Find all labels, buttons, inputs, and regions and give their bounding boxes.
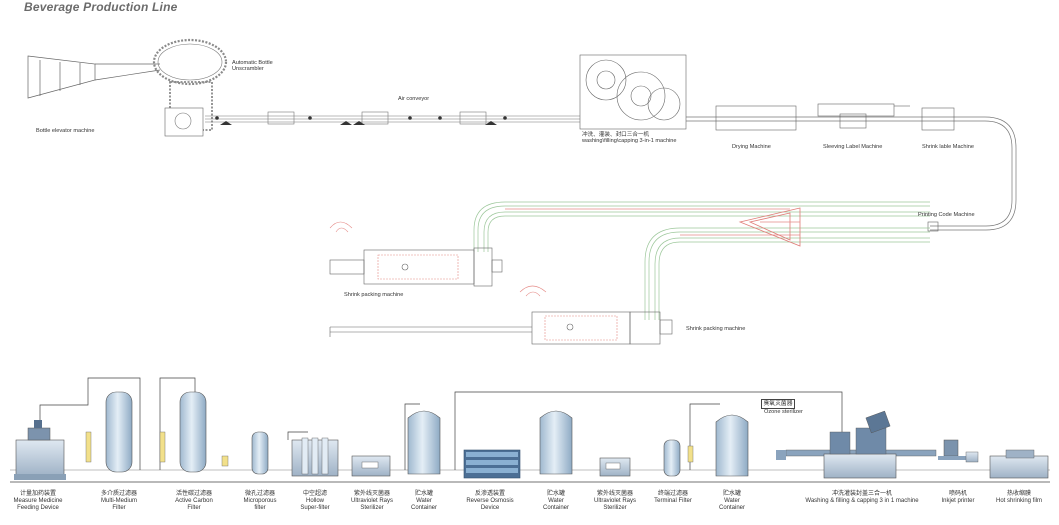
inkjet-printer (938, 439, 979, 463)
bottle-unscrambler (152, 38, 228, 137)
label-shrink-packing-2: Shrink packing machine (686, 326, 746, 332)
bottom-label-8: 贮水罐 Water Container (542, 491, 569, 511)
uv-sterilizer-1 (351, 455, 391, 477)
red-conveyor (505, 207, 801, 247)
bottom-label-3: 微孔过滤器 Microporous filter (243, 491, 277, 511)
label-unscrambler: Automatic Bottle Unscrambler (232, 60, 273, 73)
label-bottle-elevator: Bottle elevator machine (36, 128, 95, 134)
washing-filling-capping-machine (776, 410, 937, 479)
label-printing-code-machine: Printing Code Machine (918, 212, 975, 218)
bottle-elevator-machine (27, 55, 161, 99)
shrink-packing-machine-2 (329, 285, 673, 345)
hollow-super-filter (291, 437, 339, 477)
uv-sterilizer-2 (599, 457, 631, 477)
terminal-filter (663, 439, 694, 477)
filling-machine (579, 54, 687, 130)
air-conveyor-fans (215, 116, 507, 125)
shrink-packing-machine-1 (329, 221, 503, 287)
main-conveyor (686, 116, 1017, 231)
label-air-conveyor: Air conveyor (398, 96, 430, 102)
ozone-sterilizer-box: 臭氧灭菌器 (761, 399, 795, 409)
page-title: Beverage Production Line (24, 0, 178, 14)
bottom-label-6: 贮水罐 Water Container (410, 491, 437, 511)
reverse-osmosis-device (463, 449, 521, 479)
bottom-label-0: 计量加药装置 Measure Medicine Feeding Device (13, 491, 63, 511)
bottom-label-7: 反渗透装置 Reverse Osmosis Device (466, 491, 514, 511)
water-container-1 (407, 410, 441, 475)
bottom-label-9: 紫外线灭菌器 Ultraviolet Rays Sterilizer (593, 491, 636, 511)
bottom-label-14: 热收缩膜 Hot shrinking film (995, 491, 1042, 504)
air-conveyor (205, 111, 580, 125)
label-drying-machine: Drying Machine (732, 144, 771, 150)
bottom-label-12: 冲洗灌装封盖三合一机 Washing & filling & capping 3… (805, 491, 919, 504)
bottom-label-4: 中空超滤 Hollow Super-filter (300, 491, 330, 511)
bottom-label-13: 喷码机 Inkjet printer (941, 491, 975, 504)
water-container-3 (715, 414, 749, 477)
multi-medium-filter (85, 391, 133, 473)
microporous-filter (221, 431, 269, 475)
label-sleeving-label-machine: Sleeving Label Machine (823, 144, 883, 150)
drying-machine (715, 105, 797, 131)
green-conveyor (473, 201, 930, 320)
measure-medicine-feeding-device (14, 420, 66, 480)
sleeving-label-machine (817, 103, 910, 129)
bottom-label-2: 活性碳过滤器 Active Carbon Filter (175, 491, 213, 511)
bottom-label-10: 终端过滤器 Terminal Filter (654, 491, 692, 504)
bottom-label-5: 紫外线灭菌器 Ultraviolet Rays Sterilizer (350, 491, 393, 511)
label-shrink-label-machine: Shrink lable Machine (922, 144, 974, 150)
label-shrink-packing-1: Shrink packing machine (344, 292, 404, 298)
bottom-label-1: 多介质过滤器 Multi-Medium Filter (100, 491, 137, 511)
printing-code-machine (927, 221, 939, 232)
bottom-label-11: 贮水罐 Water Container (718, 491, 745, 511)
water-container-2 (539, 410, 573, 475)
active-carbon-filter (159, 391, 207, 473)
shrink-label-machine (921, 107, 955, 131)
label-filling-machine: 冲洗、灌装、封口三合一机 washing\filling\capping 3-i… (582, 132, 677, 145)
label-ozone-sterilizer: Ozone sterilizer (764, 409, 803, 415)
hot-shrinking-film-machine (989, 449, 1049, 479)
